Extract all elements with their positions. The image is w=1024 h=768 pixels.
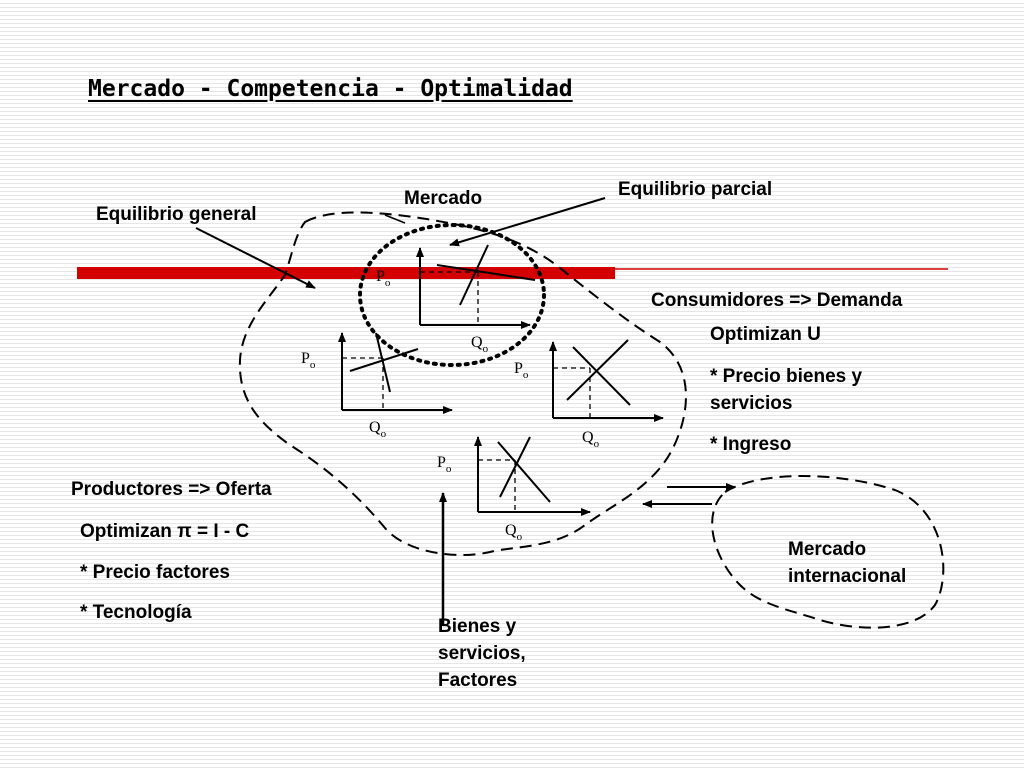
- demand-line: [497, 441, 551, 503]
- label-bienes-servicios: Factores: [438, 670, 518, 691]
- demand-line: [572, 346, 631, 406]
- sd-graph-top: [416, 244, 536, 329]
- label-mercado: Mercado: [404, 188, 483, 209]
- quantity-label: Qo: [505, 522, 523, 543]
- economy-blob: [238, 211, 687, 556]
- sd-graph-left: [338, 332, 453, 414]
- label-bienes-servicios: Bienes y: [438, 616, 517, 637]
- price-label: Po: [301, 350, 316, 371]
- sd-graph-right: [549, 339, 664, 422]
- consumidores-item: * Ingreso: [710, 434, 792, 455]
- demand-line: [436, 264, 536, 281]
- arrow-equilibrio-parcial: [449, 197, 606, 247]
- quantity-label: Qo: [369, 419, 387, 440]
- consumidores-item: * Precio bienes y: [710, 366, 863, 387]
- arrow-mercado-leader: [384, 214, 406, 224]
- label-mercado-internacional: internacional: [788, 566, 907, 587]
- productores-item: * Precio factores: [80, 562, 230, 583]
- price-label: Po: [437, 454, 452, 475]
- label-equilibrio-parcial: Equilibrio parcial: [618, 179, 773, 200]
- label-bienes-servicios: servicios,: [438, 643, 526, 664]
- quantity-label: Qo: [471, 334, 489, 355]
- sd-graph-bottom: [474, 436, 591, 516]
- quantity-label: Qo: [582, 429, 600, 450]
- consumidores-item: servicios: [710, 393, 793, 414]
- page-title: Mercado - Competencia - Optimalidad: [88, 76, 573, 102]
- arrow-equilibrio-general: [195, 227, 316, 289]
- supply-line: [566, 339, 629, 401]
- productores-item: Optimizan π = I - C: [80, 521, 250, 542]
- international-market-blob: [711, 475, 945, 629]
- label-mercado-internacional: Mercado: [788, 539, 867, 560]
- market-ellipse: [358, 223, 546, 367]
- label-productores: Productores => Oferta: [71, 479, 272, 500]
- accent-bar: [77, 267, 615, 279]
- supply-line: [499, 436, 531, 498]
- supply-line: [459, 244, 489, 306]
- consumidores-item: Optimizan U: [710, 324, 821, 345]
- demand-line: [349, 348, 419, 372]
- label-equilibrio-general: Equilibrio general: [96, 204, 257, 225]
- productores-item: * Tecnología: [80, 602, 192, 623]
- price-label: Po: [376, 268, 391, 289]
- price-label: Po: [514, 360, 529, 381]
- label-consumidores: Consumidores => Demanda: [651, 290, 903, 311]
